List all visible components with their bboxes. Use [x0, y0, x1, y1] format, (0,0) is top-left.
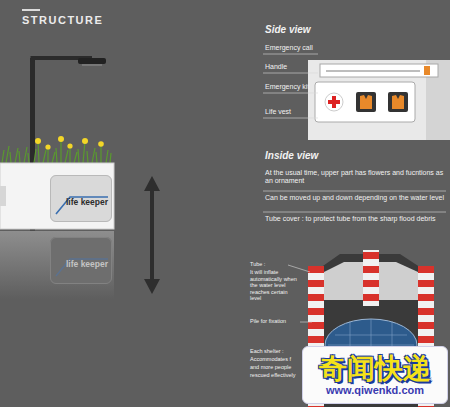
reflection-panel: life keeper [50, 237, 112, 284]
brand-text: life keeper [66, 198, 108, 207]
watermark-box: 奇闻快递www.qiwenkd.com [302, 346, 448, 404]
callout-label: Handle [265, 63, 345, 71]
view-heading: Inside view [265, 150, 385, 162]
callout-label: Pile for fixation [250, 318, 300, 325]
callout-label: Each shelter : [250, 348, 300, 355]
watermark-text: 奇闻快递 [319, 354, 431, 385]
note-text: and more people [250, 364, 300, 371]
page-title: STRUCTURE [22, 14, 103, 27]
brand-text: life keeper [66, 260, 108, 269]
note-text: Can be moved up and down depending on th… [265, 194, 445, 202]
product-panel: life keeper [50, 175, 112, 222]
callout-label: Emergency kit [265, 83, 345, 91]
note-text: Accommodates f [250, 356, 300, 363]
watermark-text: www.qiwenkd.com [326, 384, 424, 396]
view-heading: Side view [265, 24, 385, 36]
note-text: At the usual time, upper part has flower… [265, 169, 445, 186]
callout-label: Life vest [265, 108, 345, 116]
note-text: It will inflate automatically when the w… [250, 269, 300, 302]
note-text: Tube cover : to protect tube from the sh… [265, 215, 445, 223]
callout-label: Tube : [250, 261, 300, 268]
note-text: rescued effectively [250, 372, 300, 379]
callout-label: Emergency call [265, 44, 345, 52]
